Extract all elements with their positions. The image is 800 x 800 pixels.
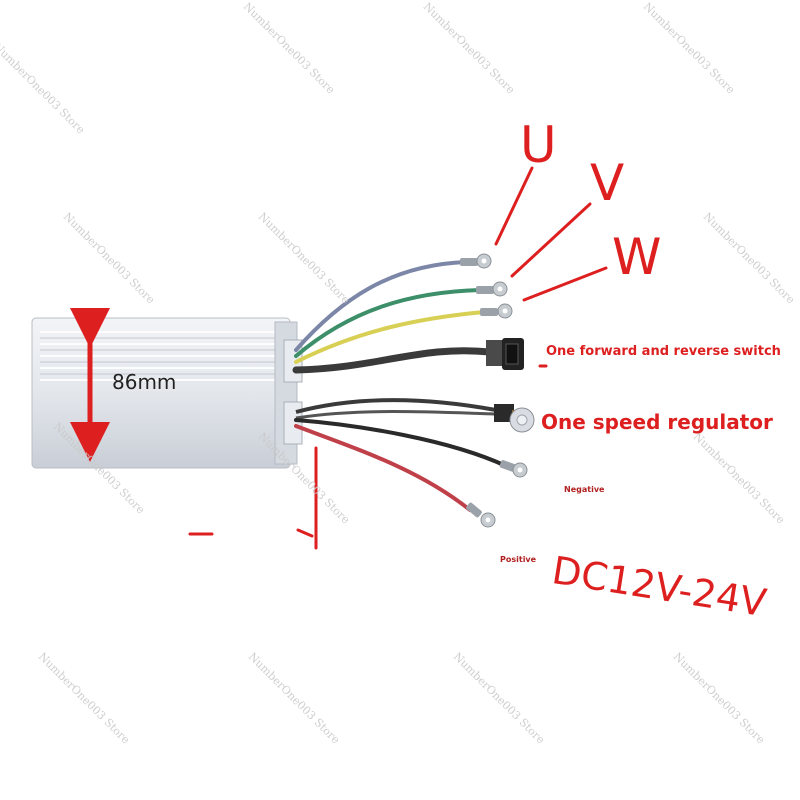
ring-terminals-power xyxy=(466,460,528,528)
power-wires xyxy=(294,418,508,512)
label-w: W xyxy=(612,228,662,286)
label-v: V xyxy=(590,154,625,212)
ring-terminals-phase xyxy=(460,253,513,319)
switch-cable xyxy=(292,338,524,374)
wire-u xyxy=(294,260,468,352)
label-positive: Positive xyxy=(500,555,537,564)
wire-v xyxy=(294,288,482,358)
label-negative: Negative xyxy=(564,485,605,494)
label-switch: One forward and reverse switch xyxy=(546,344,781,359)
wire-positive xyxy=(294,424,472,512)
phase-wires xyxy=(294,260,486,364)
label-regulator: One speed regulator xyxy=(541,410,773,434)
label-dimension: 86mm xyxy=(112,370,177,394)
wire-w xyxy=(294,310,486,364)
regulator-cable xyxy=(295,398,535,433)
wire-negative xyxy=(294,418,508,468)
annotation-lines xyxy=(70,166,608,550)
label-u: U xyxy=(520,116,557,174)
